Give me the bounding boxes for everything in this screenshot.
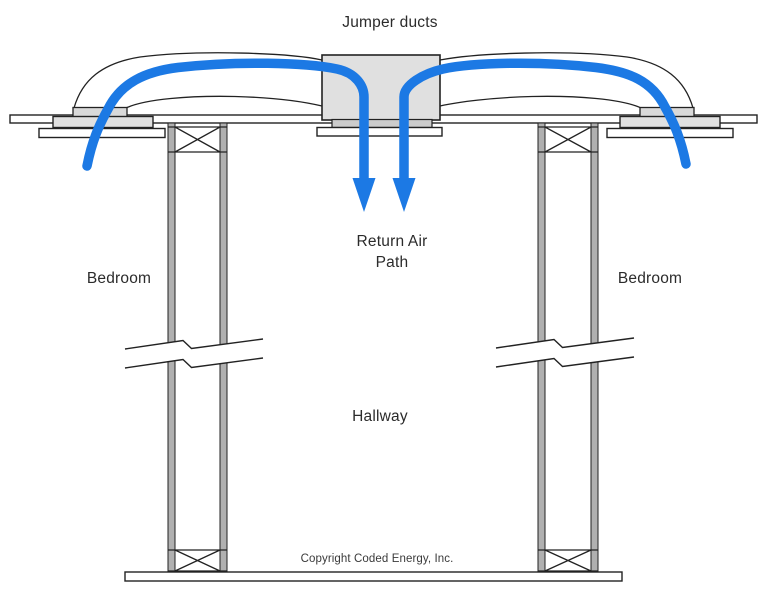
copyright-label: Copyright Coded Energy, Inc. bbox=[300, 553, 454, 565]
stud-blocking-brace bbox=[538, 549, 598, 572]
wall-break-mask bbox=[125, 339, 263, 368]
arrowhead bbox=[352, 178, 376, 212]
wall-left bbox=[124, 122, 264, 573]
airflow-path bbox=[82, 58, 369, 185]
duct-outline-left-upper bbox=[73, 52, 323, 109]
duct-outline-right-lower bbox=[439, 95, 642, 109]
airflow-arrow-right-icon bbox=[392, 58, 691, 212]
plenum-grille bbox=[331, 118, 433, 129]
arrowhead bbox=[392, 178, 416, 212]
duct-outline-left-lower bbox=[125, 95, 323, 109]
stud-blocking-brace bbox=[168, 126, 227, 153]
airflow-path bbox=[399, 58, 691, 185]
hallway-label: Hallway bbox=[352, 408, 408, 425]
jumper-ducts-label: Jumper ducts bbox=[342, 14, 438, 31]
plenum-face bbox=[316, 126, 443, 137]
return-air-path-label: Return Air Path bbox=[356, 233, 428, 271]
bedroom-left-label: Bedroom bbox=[86, 270, 152, 287]
stud-blocking-brace bbox=[168, 549, 227, 572]
wall-break-mark bbox=[495, 337, 635, 349]
wall-right bbox=[495, 122, 635, 573]
grille-face bbox=[606, 127, 734, 139]
wall-break-mark bbox=[124, 357, 264, 369]
floor-line bbox=[124, 571, 623, 582]
wall-break-mask bbox=[496, 338, 634, 367]
airflow-arrow-left-icon bbox=[82, 58, 376, 212]
duct-outline-right-upper bbox=[439, 52, 694, 109]
wall-break-mark bbox=[495, 356, 635, 368]
bedroom-right-label: Bedroom bbox=[617, 270, 683, 287]
wall-break-mark bbox=[124, 338, 264, 350]
wall-break-group bbox=[495, 337, 635, 368]
stud-blocking-brace bbox=[538, 126, 598, 153]
